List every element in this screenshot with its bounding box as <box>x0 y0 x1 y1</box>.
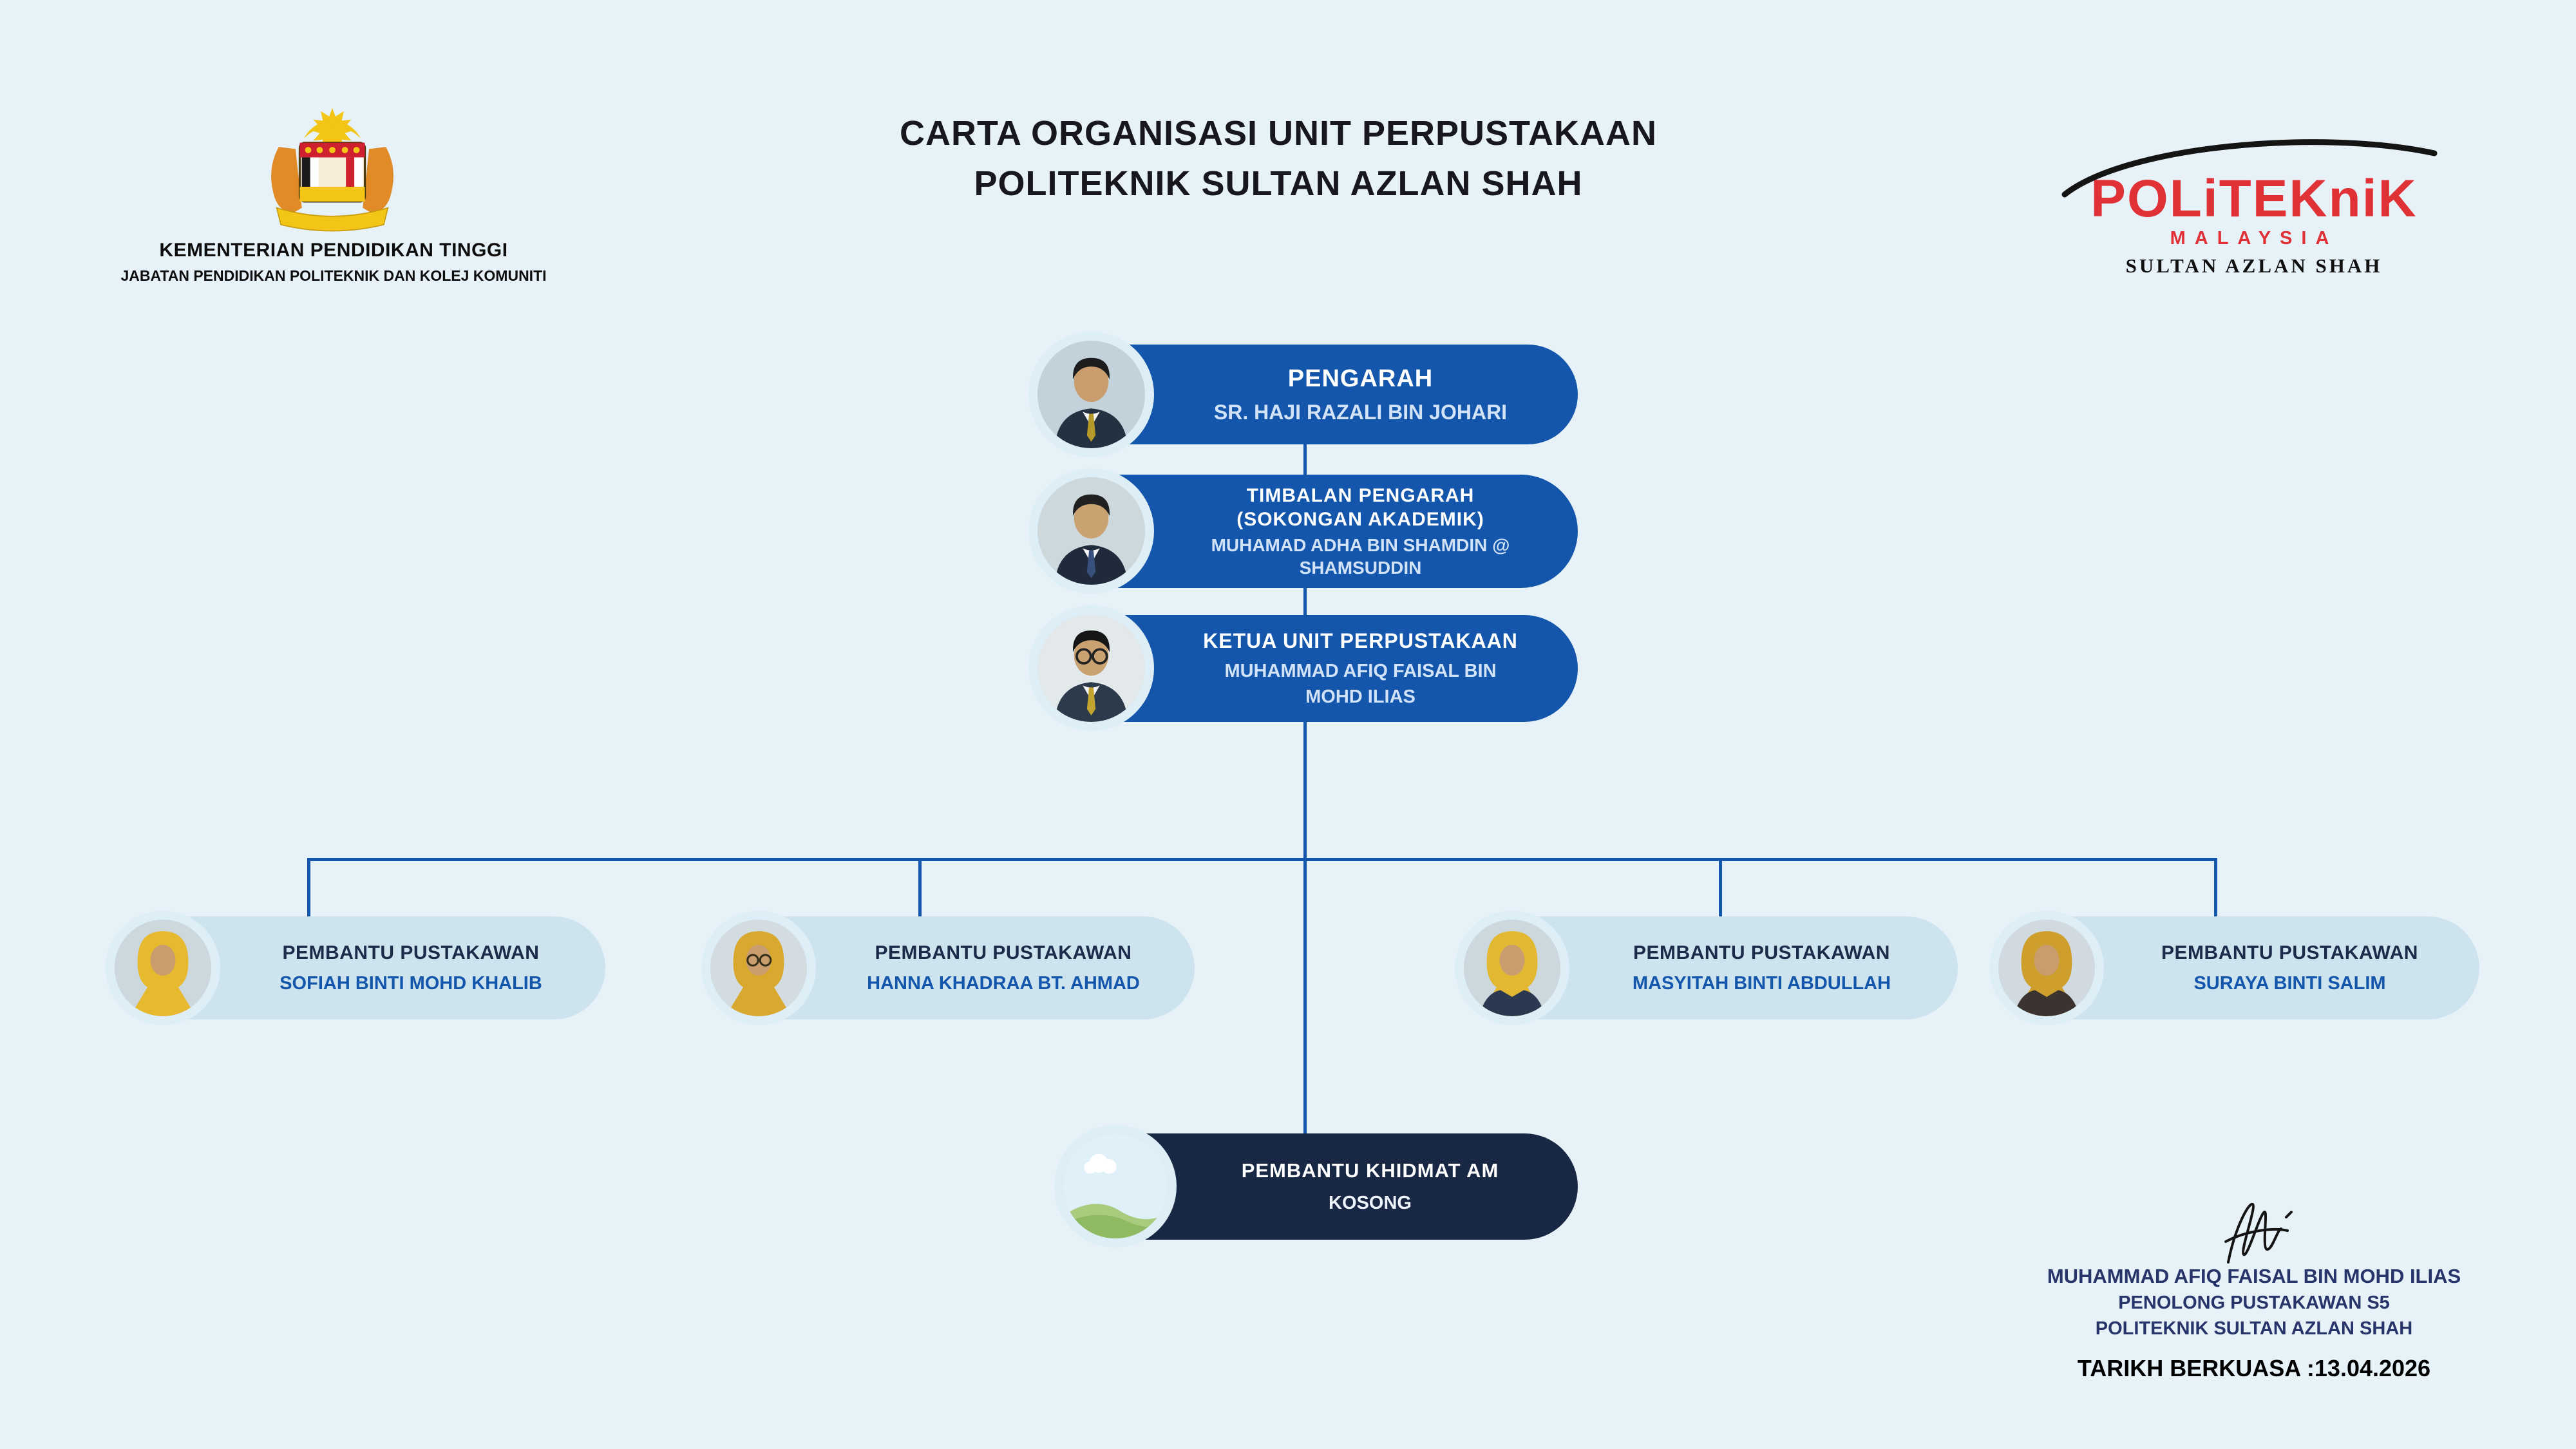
org-node-pembantu-khidmat-am: PEMBANTU KHIDMAT AM KOSONG <box>1054 1125 1578 1247</box>
node-name-line1: MUHAMAD ADHA BIN SHAMDIN @ <box>1211 535 1510 555</box>
politeknik-logo: POLiTEKniK MALAYSIA SULTAN AZLAN SHAH <box>2041 128 2467 278</box>
connector-drop-1 <box>307 858 310 919</box>
connector-vertical-center <box>1303 425 1307 1133</box>
org-node-pembantu-3: PEMBANTU PUSTAKAWAN MASYITAH BINTI ABDUL… <box>1455 911 1958 1025</box>
node-name-line1: MUHAMMAD AFIQ FAISAL BIN <box>1224 660 1497 681</box>
brand-school: SULTAN AZLAN SHAH <box>2125 254 2383 277</box>
org-node-pembantu-2: PEMBANTU PUSTAKAWAN HANNA KHADRAA BT. AH… <box>701 911 1195 1025</box>
org-node-ketua-unit: KETUA UNIT PERPUSTAKAAN MUHAMMAD AFIQ FA… <box>1028 605 1578 731</box>
connector-horizontal <box>307 858 2217 861</box>
node-title: PEMBANTU PUSTAKAWAN <box>282 942 540 963</box>
node-title: PEMBANTU PUSTAKAWAN <box>1633 942 1890 963</box>
photo-timbalan <box>1028 468 1154 594</box>
photo-ketua <box>1028 605 1154 731</box>
coat-of-arms-icon <box>271 108 393 232</box>
node-name: HANNA KHADRAA BT. AHMAD <box>867 972 1140 994</box>
signature-icon <box>2224 1202 2293 1264</box>
node-name: MASYITAH BINTI ABDULLAH <box>1632 972 1891 994</box>
node-title: PEMBANTU PUSTAKAWAN <box>2161 942 2418 963</box>
ministry-line2: JABATAN PENDIDIKAN POLITEKNIK DAN KOLEJ … <box>120 267 547 284</box>
page-title-line2: POLITEKNIK SULTAN AZLAN SHAH <box>974 164 1583 203</box>
brand-word: POLiTEKniK <box>2090 169 2418 228</box>
node-name: SURAYA BINTI SALIM <box>2193 972 2386 994</box>
brand-country: MALAYSIA <box>2170 228 2338 249</box>
connector-drop-2 <box>918 858 922 919</box>
node-title: KETUA UNIT PERPUSTAKAAN <box>1203 629 1518 652</box>
node-title-line2: (SOKONGAN AKADEMIK) <box>1236 509 1484 530</box>
node-name-line2: MOHD ILIAS <box>1305 686 1416 707</box>
node-name: SOFIAH BINTI MOHD KHALIB <box>279 972 542 994</box>
signature-block: MUHAMMAD AFIQ FAISAL BIN MOHD ILIAS PENO… <box>1932 1190 2576 1382</box>
photo-suraya <box>1989 911 2104 1025</box>
org-node-pengarah: PENGARAH SR. HAJI RAZALI BIN JOHARI <box>1028 332 1578 457</box>
signatory-name: MUHAMMAD AFIQ FAISAL BIN MOHD ILIAS <box>2047 1265 2461 1287</box>
org-node-pembantu-1: PEMBANTU PUSTAKAWAN SOFIAH BINTI MOHD KH… <box>106 911 605 1025</box>
connector-drop-3 <box>1719 858 1722 919</box>
node-title: PEMBANTU KHIDMAT AM <box>1241 1159 1499 1182</box>
malaysia-coat-of-arms-logo <box>264 102 401 238</box>
connector-drop-4 <box>2214 858 2217 919</box>
photo-vacant-placeholder <box>1054 1125 1177 1247</box>
photo-sofiah <box>106 911 220 1025</box>
ministry-text-block: KEMENTERIAN PENDIDIKAN TINGGI JABATAN PE… <box>44 240 623 285</box>
photo-hanna <box>701 911 816 1025</box>
node-name: KOSONG <box>1329 1193 1412 1213</box>
node-title: PENGARAH <box>1287 365 1434 392</box>
ministry-line1: KEMENTERIAN PENDIDIKAN TINGGI <box>159 240 508 261</box>
org-node-timbalan-pengarah: TIMBALAN PENGARAH (SOKONGAN AKADEMIK) MU… <box>1028 468 1578 594</box>
org-node-pembantu-4: PEMBANTU PUSTAKAWAN SURAYA BINTI SALIM <box>1989 911 2479 1025</box>
signatory-position: PENOLONG PUSTAKAWAN S5 <box>2118 1293 2390 1313</box>
node-name: SR. HAJI RAZALI BIN JOHARI <box>1213 400 1508 424</box>
node-title-line1: TIMBALAN PENGARAH <box>1246 485 1475 506</box>
page-title: CARTA ORGANISASI UNIT PERPUSTAKAAN POLIT… <box>699 108 1858 209</box>
photo-pengarah <box>1028 332 1154 457</box>
photo-masyitah <box>1455 911 1569 1025</box>
signatory-institution: POLITEKNIK SULTAN AZLAN SHAH <box>2095 1318 2413 1339</box>
logo-swoosh-icon <box>2061 139 2438 198</box>
node-name-line2: SHAMSUDDIN <box>1299 558 1422 578</box>
page-title-line1: CARTA ORGANISASI UNIT PERPUSTAKAAN <box>899 114 1657 153</box>
effective-date: TARIKH BERKUASA :13.04.2026 <box>2077 1355 2431 1381</box>
node-title: PEMBANTU PUSTAKAWAN <box>875 942 1132 963</box>
